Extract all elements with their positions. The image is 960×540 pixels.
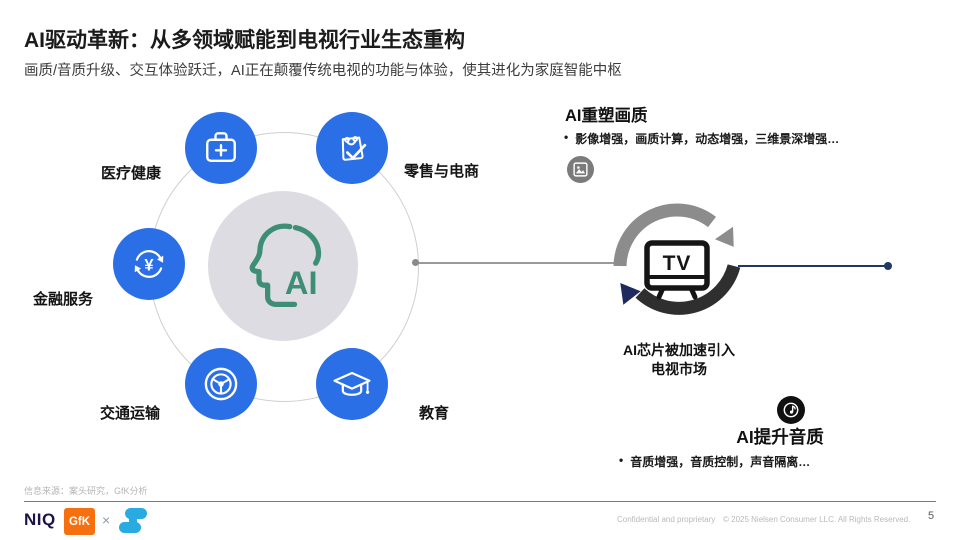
medical-bag-icon: [206, 132, 236, 163]
finance-circle: ¥: [113, 228, 185, 300]
tv-caption-line1: AI芯片被加速引入: [623, 342, 735, 358]
sector-label-retail: 零售与电商: [404, 163, 480, 180]
bullet-marker: •: [619, 453, 624, 467]
medical-circle: [185, 112, 257, 184]
retail-circle: [316, 112, 388, 184]
navy-arrowhead: [620, 283, 641, 305]
audio-title: AI提升音质: [736, 427, 824, 447]
page-title: AI驱动革新：从多领域赋能到电视行业生态重构: [24, 29, 465, 52]
footer-divider: [24, 501, 936, 502]
audio-bullet: • 音质增强，音质控制，声音隔离…: [619, 453, 810, 470]
tv-icon: TV: [644, 240, 710, 300]
audio-bullet-text: 音质增强，音质控制，声音隔离…: [630, 455, 811, 469]
connector-line-left: [416, 262, 618, 264]
tv-caption: AI芯片被加速引入 电视市场: [594, 341, 764, 379]
gfk-logo: GfK: [64, 508, 95, 535]
sector-label-medical: 医疗健康: [101, 165, 162, 182]
transport-circle: [185, 348, 257, 420]
tv-cycle-graphic: TV: [613, 203, 741, 315]
music-icon: [777, 396, 805, 424]
confidential-note: Confidential and proprietary: [617, 515, 716, 524]
connector-line-right: [738, 265, 888, 267]
z-brand-logo: [119, 508, 147, 533]
tv-screen-label: TV: [663, 252, 692, 275]
image-quality-bullet-text: 影像增强，画质计算，动态增强，三维景深增强…: [575, 132, 840, 146]
education-circle: [316, 348, 388, 420]
gray-arrowhead: [714, 226, 734, 247]
ai-center-label: AI: [285, 264, 318, 301]
source-note: 信息来源：案头研究，GfK分析: [24, 486, 148, 496]
yuan-refresh-icon: ¥: [134, 250, 164, 278]
shopping-bag-check-icon: [341, 136, 367, 161]
ai-center-circle: AI: [208, 191, 358, 341]
graduation-cap-icon: [333, 371, 371, 396]
steering-wheel-icon: [204, 367, 238, 401]
connector-dot-left: [412, 259, 419, 266]
page-number: 5: [928, 510, 935, 522]
page-subtitle: 画质/音质升级、交互体验跃迁，AI正在颠覆传统电视的功能与体验，使其进化为家庭智…: [24, 63, 622, 79]
yuan-symbol: ¥: [144, 256, 154, 274]
picture-icon: [567, 156, 594, 183]
tv-caption-line2: 电视市场: [651, 361, 707, 377]
bullet-marker: •: [564, 130, 569, 144]
copyright-note: © 2025 Nielsen Consumer LLC. All Rights …: [723, 515, 911, 524]
sector-label-finance: 金融服务: [33, 291, 94, 308]
image-quality-bullet: • 影像增强，画质计算，动态增强，三维景深增强…: [564, 130, 839, 147]
logo-separator: ×: [102, 512, 111, 528]
image-quality-title: AI重塑画质: [565, 107, 648, 125]
sector-label-education: 教育: [419, 405, 450, 422]
sector-label-transport: 交通运输: [100, 405, 161, 422]
connector-dot-right: [884, 262, 892, 270]
ai-head-icon: AI: [249, 223, 322, 308]
niq-logo: NIQ: [24, 510, 56, 529]
